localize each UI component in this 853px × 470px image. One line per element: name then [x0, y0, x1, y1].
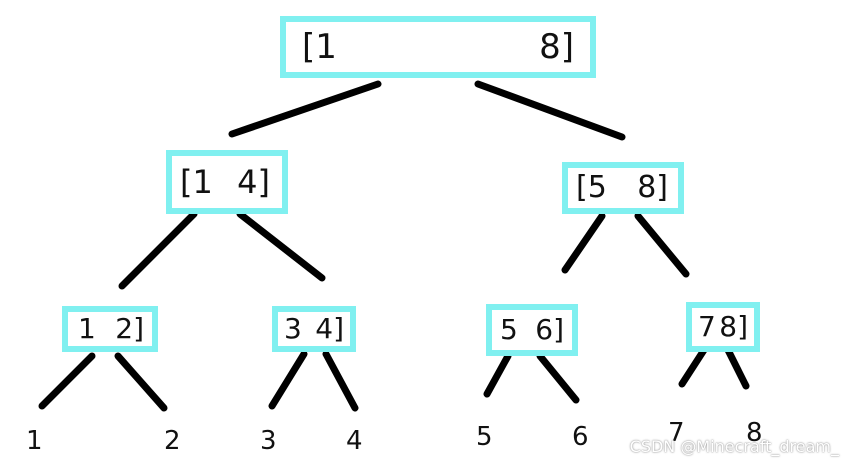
edge-l1b-l2d — [634, 212, 690, 278]
leaf-8: 8 — [746, 418, 763, 448]
edge-l2c-leaf6 — [536, 352, 580, 404]
root-node: [1 8] — [280, 16, 596, 78]
edge-l2b-leaf3 — [268, 350, 308, 410]
leaf-3: 3 — [260, 426, 277, 456]
edge-l1a-l2b — [236, 210, 326, 282]
root-low: [1 — [302, 27, 337, 67]
watermark: CSDN @Minecraft_dream_ — [629, 437, 839, 456]
level1-node-left: [1 4] — [166, 150, 288, 214]
level1-right-low: [5 — [576, 170, 607, 205]
edge-l2d-leaf8 — [724, 346, 750, 390]
leaf-2: 2 — [164, 426, 181, 456]
leaf-4: 4 — [346, 426, 363, 456]
level1-node-right: [5 8] — [562, 162, 684, 214]
level1-left-high: 4] — [237, 163, 270, 201]
edge-l2a-leaf1 — [38, 352, 96, 410]
edge-root-right — [474, 80, 626, 141]
edge-l2b-leaf4 — [322, 350, 359, 412]
level2-3-low: 5 — [500, 313, 518, 346]
edge-l2d-leaf7 — [678, 346, 708, 388]
level2-3-high: 6] — [535, 313, 564, 346]
leaf-1: 1 — [26, 426, 43, 456]
leaf-5: 5 — [476, 422, 493, 452]
edge-l2c-leaf5 — [483, 352, 512, 398]
level2-1-high: 2] — [115, 312, 144, 345]
level2-node-2: 3 4] — [272, 306, 356, 352]
level2-2-high: 4] — [315, 312, 344, 345]
edge-l1a-l2a — [118, 210, 198, 290]
level2-4-low: 7 — [698, 310, 716, 343]
edge-l1b-l2c — [561, 212, 606, 274]
level2-4-high: 8] — [719, 310, 748, 343]
level2-1-low: 1 — [78, 312, 96, 345]
root-high: 8] — [539, 27, 574, 67]
level1-left-low: [1 — [180, 163, 213, 201]
edge-root-left — [228, 80, 382, 138]
leaf-7: 7 — [668, 418, 685, 448]
level1-right-high: 8] — [637, 170, 668, 205]
edge-l2a-leaf2 — [114, 352, 168, 412]
level2-2-low: 3 — [284, 312, 302, 345]
level2-node-3: 5 6] — [486, 304, 578, 356]
leaf-6: 6 — [572, 422, 589, 452]
level2-node-1: 1 2] — [62, 306, 158, 352]
level2-node-4: 7 8] — [686, 302, 760, 352]
